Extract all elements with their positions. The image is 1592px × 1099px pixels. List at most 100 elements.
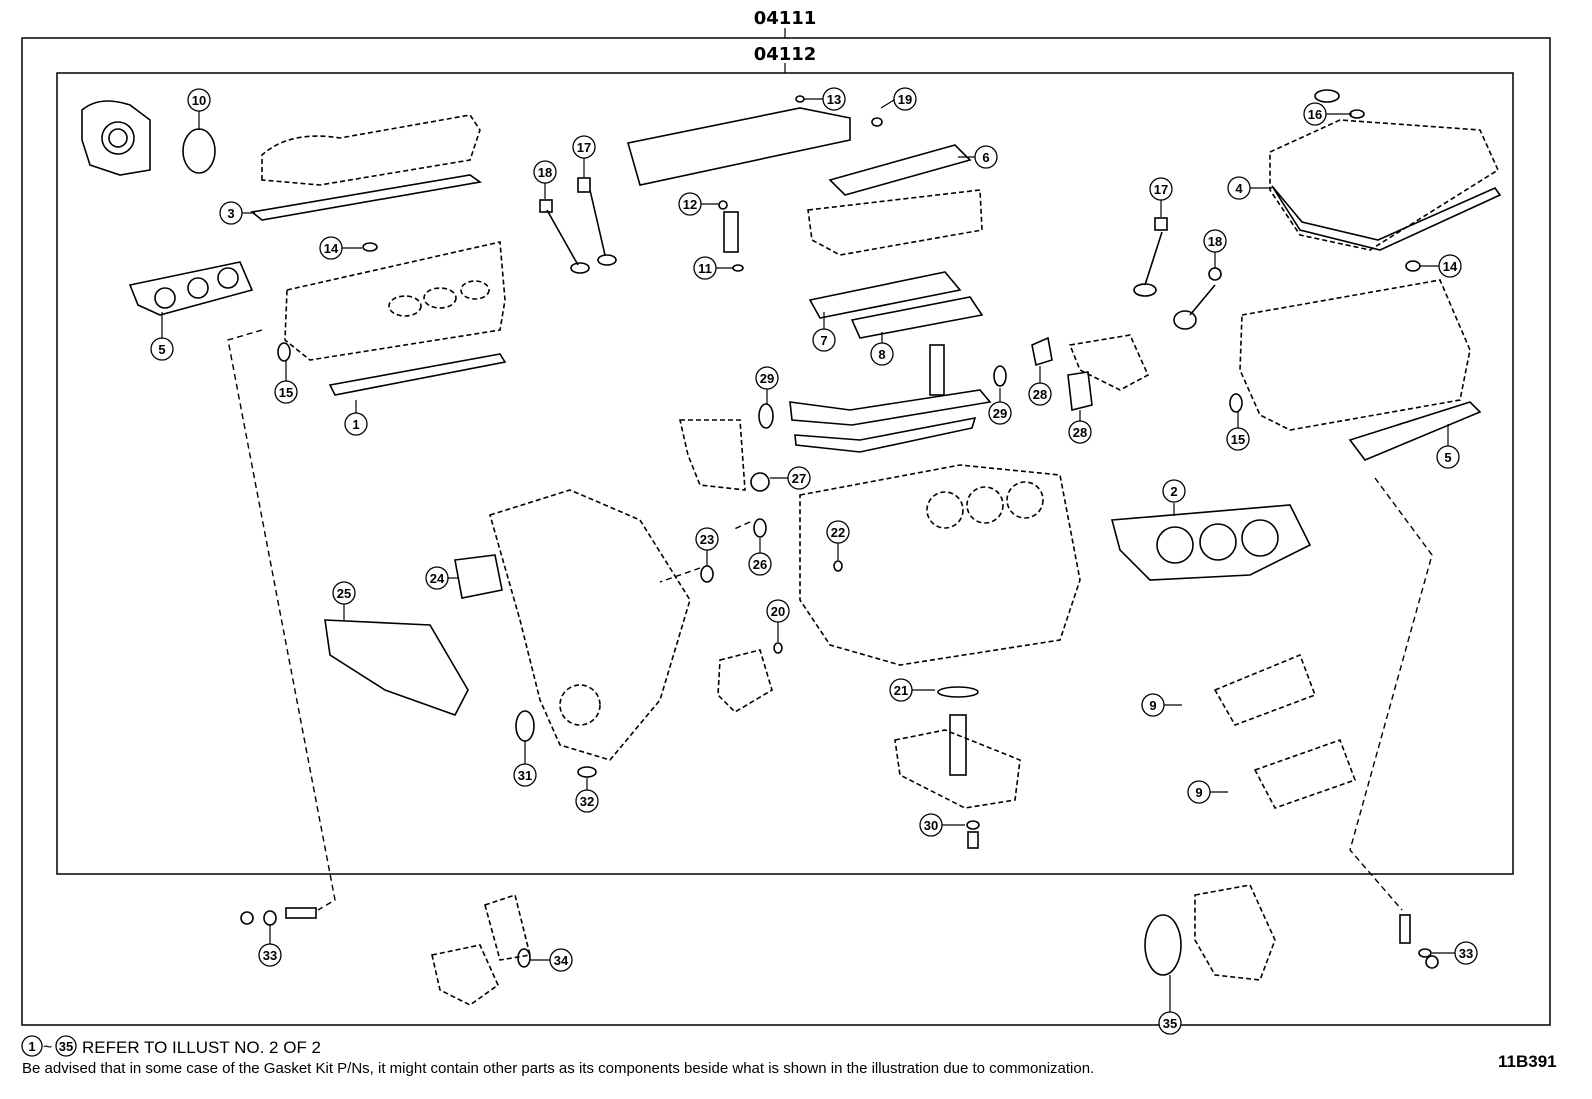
- callout-9-upper: 9: [1141, 693, 1182, 717]
- svg-text:15: 15: [1231, 432, 1245, 447]
- kit-label-inner: 04112: [754, 44, 817, 65]
- svg-text:14: 14: [1443, 259, 1458, 274]
- gasket-28-b-drawing: [1067, 371, 1093, 411]
- callout-21: 21: [889, 678, 979, 702]
- cylinder-head-left-drawing: [284, 241, 506, 361]
- oil-pump-cover-drawing: [717, 649, 773, 714]
- callout-7: 7: [812, 312, 836, 352]
- water-outlet-drawing: [1068, 334, 1150, 391]
- svg-text:5: 5: [1444, 450, 1451, 465]
- callout-22: 22: [826, 520, 850, 572]
- valves-left-drawing: [539, 177, 617, 274]
- assembly-line-left: [227, 329, 336, 911]
- assembly-line-26: [731, 521, 751, 531]
- timing-cover-drawing: [489, 489, 691, 761]
- rear-oil-seal-drawing: [1144, 884, 1276, 981]
- callout-18-right: 18: [1203, 229, 1227, 281]
- callout-5-right: 5: [1436, 424, 1460, 469]
- svg-text:35: 35: [1163, 1016, 1177, 1031]
- callout-6: 6: [958, 145, 998, 169]
- callout-35: 35: [1158, 975, 1182, 1035]
- svg-text:28: 28: [1033, 387, 1047, 402]
- svg-text:4: 4: [1235, 181, 1243, 196]
- svg-text:18: 18: [538, 165, 552, 180]
- callout-19: 19: [871, 87, 917, 127]
- callout-33-right: 33: [1418, 941, 1478, 965]
- valve-cover-right-drawing: [1269, 89, 1502, 251]
- callout-27: 27: [750, 466, 811, 492]
- svg-text:13: 13: [827, 92, 841, 107]
- svg-text:2: 2: [1170, 484, 1177, 499]
- svg-text:29: 29: [993, 406, 1007, 421]
- callout-18-left: 18: [533, 160, 557, 199]
- gasket-28-a-drawing: [1031, 336, 1053, 367]
- svg-text:26: 26: [753, 557, 767, 572]
- svg-text:33: 33: [1459, 946, 1473, 961]
- callout-26: 26: [748, 518, 772, 576]
- callout-14-left: 14: [319, 236, 378, 260]
- svg-text:6: 6: [982, 150, 989, 165]
- exhaust-gasket-left-drawing: [128, 261, 254, 316]
- svg-text:5: 5: [158, 342, 165, 357]
- cylinder-head-right-drawing: [1239, 279, 1471, 431]
- svg-text:24: 24: [430, 571, 445, 586]
- svg-text:22: 22: [831, 525, 845, 540]
- svg-text:29: 29: [760, 371, 774, 386]
- manifold-gaskets-7-8-drawing: [808, 271, 984, 339]
- svg-text:9: 9: [1195, 785, 1202, 800]
- oil-filter-drawing: [431, 893, 531, 1006]
- callout-9-lower: 9: [1187, 780, 1228, 804]
- callout-28-upper: 28: [1028, 366, 1052, 406]
- kit-label-outer: 04111: [754, 8, 817, 29]
- svg-text:9: 9: [1149, 698, 1156, 713]
- svg-text:17: 17: [577, 140, 591, 155]
- drain-plug-left-drawing: [240, 907, 317, 925]
- gasket-3-drawing: [250, 174, 483, 221]
- callout-12: 12: [678, 192, 719, 216]
- callout-25: 25: [332, 581, 356, 620]
- svg-text:10: 10: [192, 93, 206, 108]
- svg-text:19: 19: [898, 92, 912, 107]
- callout-8: 8: [870, 332, 894, 366]
- svg-text:33: 33: [263, 948, 277, 963]
- outer-kit-frame: [21, 37, 1551, 1026]
- callout-31: 31: [513, 710, 537, 787]
- svg-text:32: 32: [580, 794, 594, 809]
- svg-text:35: 35: [59, 1039, 73, 1054]
- advice-text: Be advised that in some case of the Gask…: [22, 1060, 1095, 1077]
- svg-text:34: 34: [554, 953, 569, 968]
- range-start-marker: [21, 1035, 43, 1057]
- fuel-rail-drawing: [626, 107, 851, 186]
- svg-text:16: 16: [1308, 107, 1322, 122]
- callout-29-right: 29: [988, 365, 1012, 425]
- intake-manifold-drawing: [807, 189, 983, 256]
- svg-text:14: 14: [324, 241, 339, 256]
- callout-11: 11: [693, 256, 733, 280]
- intake-cover-drawing: [261, 114, 481, 186]
- callout-13: 13: [795, 87, 846, 111]
- assembly-line-right: [1349, 477, 1433, 911]
- throttle-gasket-drawing: [182, 128, 216, 174]
- callout-29-left: 29: [755, 366, 779, 429]
- callout-17-left: 17: [572, 135, 596, 177]
- refer-text: REFER TO ILLUST NO. 2 OF 2: [82, 1038, 321, 1057]
- callout-24: 24: [425, 566, 458, 590]
- svg-text:31: 31: [518, 768, 532, 783]
- callout-3: 3: [219, 201, 255, 225]
- callout-10: 10: [187, 88, 211, 130]
- callout-34: 34: [517, 948, 573, 972]
- intake-gasket-6-drawing: [828, 144, 972, 196]
- svg-text:18: 18: [1208, 234, 1222, 249]
- illustration-code: 11B391: [1498, 1052, 1557, 1071]
- svg-text:15: 15: [279, 385, 293, 400]
- water-pipe-drawing: [789, 344, 992, 453]
- svg-text:23: 23: [700, 532, 714, 547]
- gasket-25-drawing: [324, 619, 469, 716]
- svg-text:12: 12: [683, 197, 697, 212]
- assembly-line-23: [659, 567, 701, 583]
- callout-5-left: 5: [150, 312, 174, 361]
- callout-14-right: 14: [1405, 254, 1462, 278]
- callout-1: 1: [344, 400, 368, 436]
- head-gasket-1-drawing: [328, 353, 507, 396]
